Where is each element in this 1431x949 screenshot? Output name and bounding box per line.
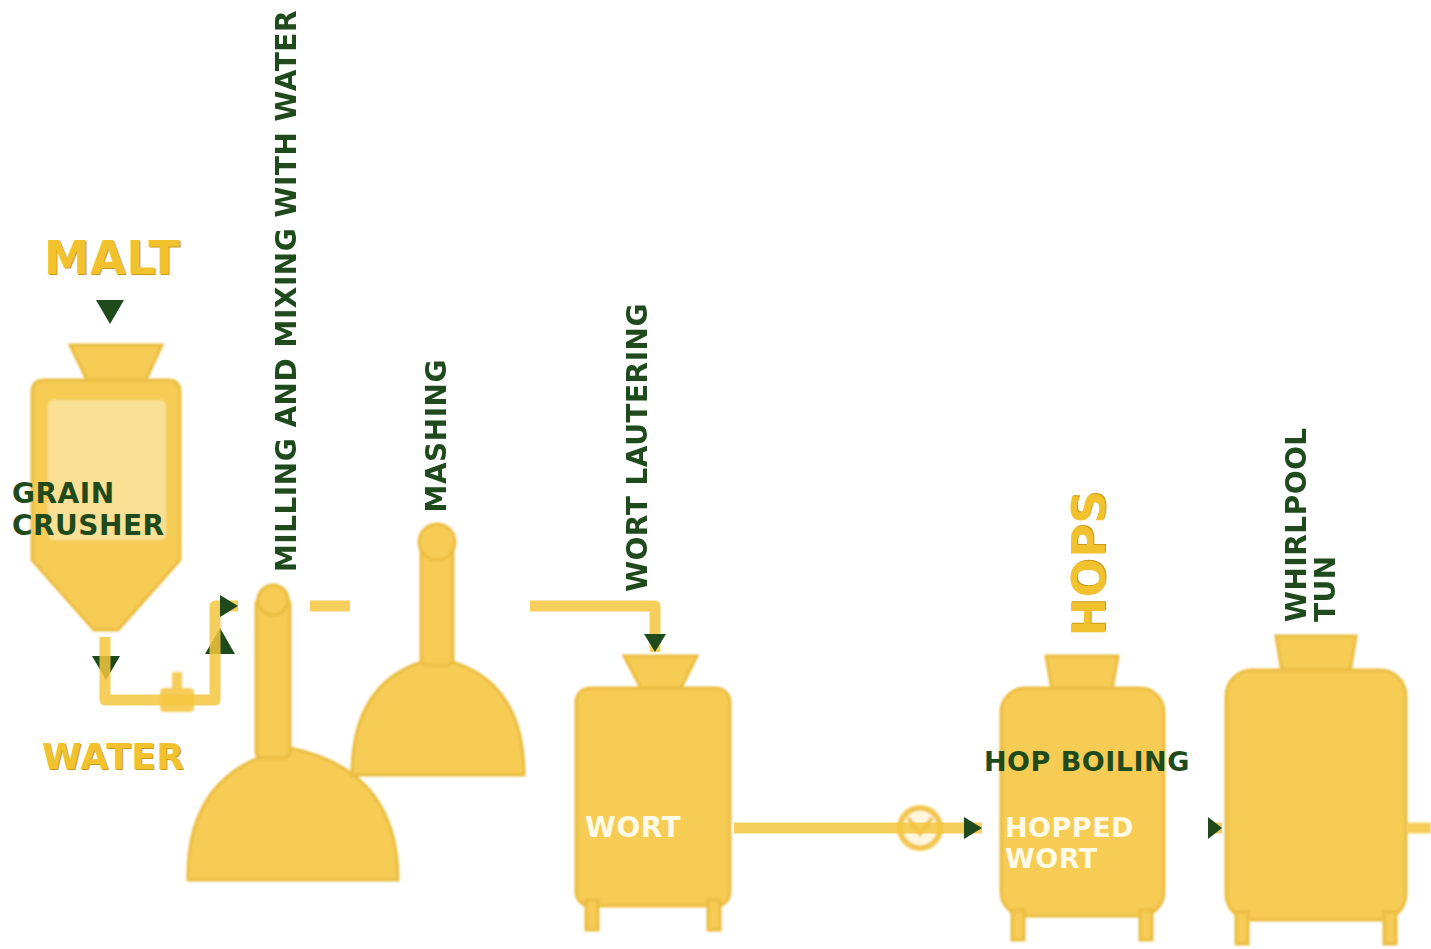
mash-tun: MASHING (350, 525, 530, 780)
pipe-connector (310, 606, 350, 607)
vessel-label: HOPPED WORT (1005, 812, 1165, 874)
milling-knob (258, 585, 288, 615)
crusher-hopper (70, 345, 162, 382)
step-heading: MILLING AND MIXING WITH WATER (272, 10, 301, 572)
whirlpool-tun: WHIRLPOOL TUN (1222, 632, 1407, 942)
pipe (310, 601, 350, 612)
kettle-neck (1046, 656, 1118, 690)
pipe-connector (1208, 817, 1222, 839)
milling-vessel: MILLING AND MIXING WITH WATER (238, 590, 310, 880)
whirlpool-leg (1384, 912, 1396, 944)
lauter-tun: WORT LAUTERINGWORT (572, 652, 734, 932)
pipe-connector (734, 817, 982, 839)
input-label: MALT (44, 232, 214, 285)
kettle-body (1001, 688, 1164, 916)
lauter-funnel (624, 656, 697, 690)
kettle-leg (1140, 910, 1152, 940)
arrow-head (220, 595, 238, 617)
flow-arrow (96, 300, 124, 324)
pipe-connector (105, 595, 238, 700)
boil-kettle: HOP BOILING HOPPED WORT (982, 652, 1208, 942)
mashing-knob (419, 524, 455, 560)
lauter-body (576, 688, 730, 906)
input-label: WATER (42, 736, 212, 777)
whirlpool-leg (1236, 912, 1248, 944)
kettle-leg (1012, 910, 1024, 940)
lauter-leg (586, 900, 598, 930)
whirlpool-neck (1276, 636, 1356, 672)
arrow-head (964, 817, 982, 839)
arrow-head (644, 634, 666, 652)
vessel-label: GRAIN CRUSHER (12, 478, 184, 542)
pipe (530, 606, 655, 652)
mashing-dome (352, 658, 524, 775)
arrow-head (1208, 817, 1222, 839)
input-label: HOPS (1065, 490, 1113, 636)
vessel-label: HOP BOILING (984, 746, 1208, 777)
vessel-label: WORT (585, 812, 725, 844)
pipe-connector (530, 606, 666, 652)
milling-column (256, 598, 290, 758)
grain-crusher: GRAIN CRUSHER (8, 345, 186, 637)
step-heading: MASHING (422, 359, 451, 512)
step-heading: WORT LAUTERING (623, 303, 652, 592)
water-tap-handle (172, 672, 182, 690)
lauter-leg (708, 900, 720, 930)
pipe (734, 823, 982, 834)
outlet-pipe (1407, 823, 1431, 834)
pipe (105, 606, 238, 700)
whirlpool-body (1226, 670, 1406, 920)
step-heading: WHIRLPOOL TUN (1282, 422, 1341, 622)
